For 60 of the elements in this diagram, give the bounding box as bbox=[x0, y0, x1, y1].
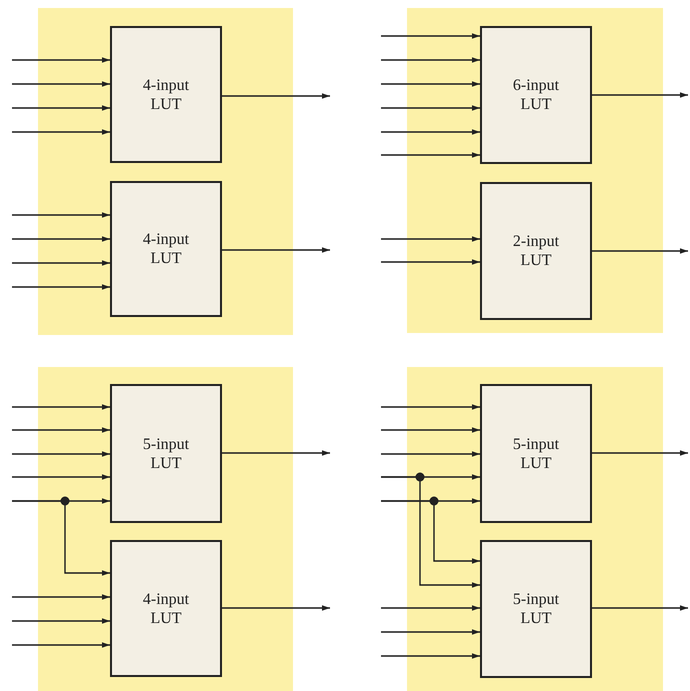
signal-arrow bbox=[381, 629, 480, 635]
lut-label: 4-input LUT bbox=[142, 76, 190, 114]
lut-label: 5-input LUT bbox=[142, 434, 190, 472]
signal-arrow bbox=[381, 57, 480, 63]
signal-arrow bbox=[12, 500, 110, 576]
signal-arrow bbox=[12, 129, 110, 135]
panel-background bbox=[407, 367, 663, 691]
signal-arrow bbox=[12, 642, 110, 648]
lut-block bbox=[480, 384, 592, 523]
lut-block bbox=[110, 540, 222, 677]
signal-arrow bbox=[592, 450, 688, 456]
signal-arrow bbox=[12, 427, 110, 433]
signal-arrow bbox=[12, 236, 110, 242]
signal-arrow bbox=[12, 105, 110, 111]
lut-block bbox=[110, 181, 222, 317]
signal-arrow bbox=[592, 92, 688, 98]
signal-arrow bbox=[381, 81, 480, 87]
lut-label: 5-input LUT bbox=[512, 590, 560, 628]
lut-label: 6-input LUT bbox=[512, 76, 560, 114]
signal-arrow bbox=[381, 476, 480, 588]
signal-arrow bbox=[592, 605, 688, 611]
panel-background bbox=[407, 8, 663, 333]
signal-arrow bbox=[12, 57, 110, 63]
signal-arrow bbox=[222, 605, 330, 611]
signal-arrow bbox=[381, 605, 480, 611]
signal-arrow bbox=[381, 427, 480, 433]
lut-block bbox=[480, 540, 592, 678]
lut-label: 4-input LUT bbox=[142, 230, 190, 268]
signal-arrow bbox=[222, 247, 330, 253]
signal-arrow bbox=[381, 451, 480, 457]
signal-arrow bbox=[381, 259, 480, 265]
signal-arrow bbox=[592, 248, 688, 254]
signal-arrow bbox=[381, 236, 480, 242]
panel-background bbox=[38, 367, 293, 691]
lut-label: 5-input LUT bbox=[512, 434, 560, 472]
signal-arrow bbox=[12, 260, 110, 266]
lut-label: 2-input LUT bbox=[512, 232, 560, 270]
signal-arrow bbox=[381, 404, 480, 410]
signal-arrow bbox=[381, 129, 480, 135]
signal-arrow bbox=[381, 653, 480, 659]
signal-arrow bbox=[12, 81, 110, 87]
signal-arrow bbox=[12, 618, 110, 624]
signal-arrow bbox=[381, 33, 480, 39]
signal-arrow bbox=[12, 594, 110, 600]
lut-label: 4-input LUT bbox=[142, 590, 190, 628]
signal-arrow bbox=[12, 212, 110, 218]
lut-block bbox=[110, 26, 222, 163]
signal-arrow bbox=[12, 284, 110, 290]
signal-arrow bbox=[222, 93, 330, 99]
lut-block bbox=[480, 182, 592, 320]
signal-arrow bbox=[381, 152, 480, 158]
signal-arrow bbox=[381, 105, 480, 111]
signal-arrow bbox=[12, 404, 110, 410]
signal-arrow bbox=[381, 500, 480, 564]
signal-arrow bbox=[12, 451, 110, 457]
lut-block bbox=[110, 384, 222, 523]
panel-background bbox=[38, 8, 293, 335]
signal-arrow bbox=[12, 474, 110, 480]
signal-arrow bbox=[222, 450, 330, 456]
lut-block bbox=[480, 26, 592, 164]
